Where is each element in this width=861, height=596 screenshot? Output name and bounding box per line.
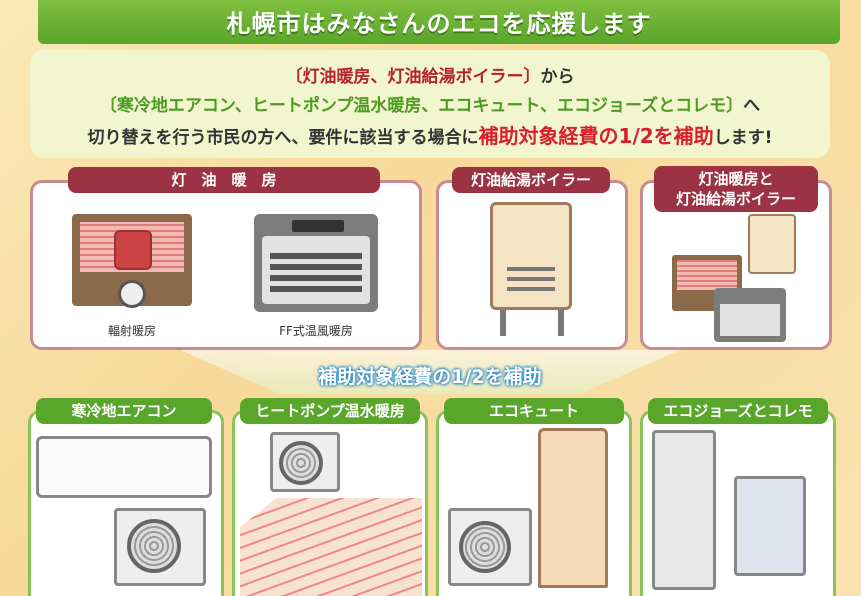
radiant-heater-icon: [72, 214, 192, 308]
both-tag-line1: 灯油暖房と: [698, 170, 774, 188]
boiler-icon: [490, 202, 572, 310]
eco-cute-outdoor-unit-icon: [448, 508, 532, 586]
small-boiler-icon: [748, 214, 796, 274]
intro-line-1: 〔灯油暖房、灯油給湯ボイラー〕から: [30, 62, 830, 87]
arrow-background: [180, 350, 680, 394]
both-tag-line2: 灯油給湯ボイラー: [675, 190, 796, 208]
small-ff-heater-icon: [714, 288, 786, 342]
eco-cute-tag: エコキュート: [444, 398, 624, 424]
cold-climate-ac-tag: 寒冷地エアコン: [36, 398, 212, 424]
floor-heating-icon: [240, 498, 422, 596]
subsidy-highlight: 補助対象経費の1/2を補助: [478, 124, 714, 148]
from-systems: 〔灯油暖房、灯油給湯ボイラー〕: [285, 67, 541, 87]
header-banner: [38, 0, 840, 44]
ff-heater-icon: [254, 214, 378, 312]
page-title: 札幌市はみなさんのエコを応援します: [226, 10, 652, 38]
from-suffix: から: [540, 67, 575, 87]
eco-jozu-unit-icon: [652, 430, 716, 590]
hot-water-tank-icon: [538, 428, 608, 588]
subsidy-prefix: 切り替えを行う市民の方へ、要件に該当する場合に: [87, 128, 479, 148]
coremo-unit-icon: [734, 476, 806, 576]
subsidy-label: 補助対象経費の1/2を補助: [318, 366, 542, 388]
both-systems-tag: 灯油暖房と 灯油給湯ボイラー: [654, 166, 818, 212]
outdoor-unit-icon: [114, 508, 206, 586]
intro-line-3: 切り替えを行う市民の方へ、要件に該当する場合に補助対象経費の1/2を補助します!: [30, 120, 830, 149]
intro-panel: [30, 50, 830, 158]
kerosene-heating-tag: 灯 油 暖 房: [68, 167, 380, 193]
heat-pump-unit-icon: [270, 432, 340, 492]
eco-jozu-tag: エコジョーズとコレモ: [648, 398, 828, 424]
heat-pump-heating-tag: ヒートポンプ温水暖房: [240, 398, 420, 424]
to-suffix: へ: [743, 96, 761, 116]
boiler-pipes-icon: [500, 310, 564, 336]
intro-line-2: 〔寒冷地エアコン、ヒートポンプ温水暖房、エコキュート、エコジョーズとコレモ〕へ: [30, 91, 830, 116]
subsidy-suffix: します!: [713, 128, 773, 148]
air-conditioner-icon: [36, 436, 212, 498]
kerosene-boiler-tag: 灯油給湯ボイラー: [452, 167, 610, 193]
to-systems: 〔寒冷地エアコン、ヒートポンプ温水暖房、エコキュート、エコジョーズとコレモ〕: [99, 96, 744, 116]
radiant-heater-caption: 輻射暖房: [107, 324, 156, 338]
ff-heater-caption: FF式温風暖房: [279, 324, 353, 338]
